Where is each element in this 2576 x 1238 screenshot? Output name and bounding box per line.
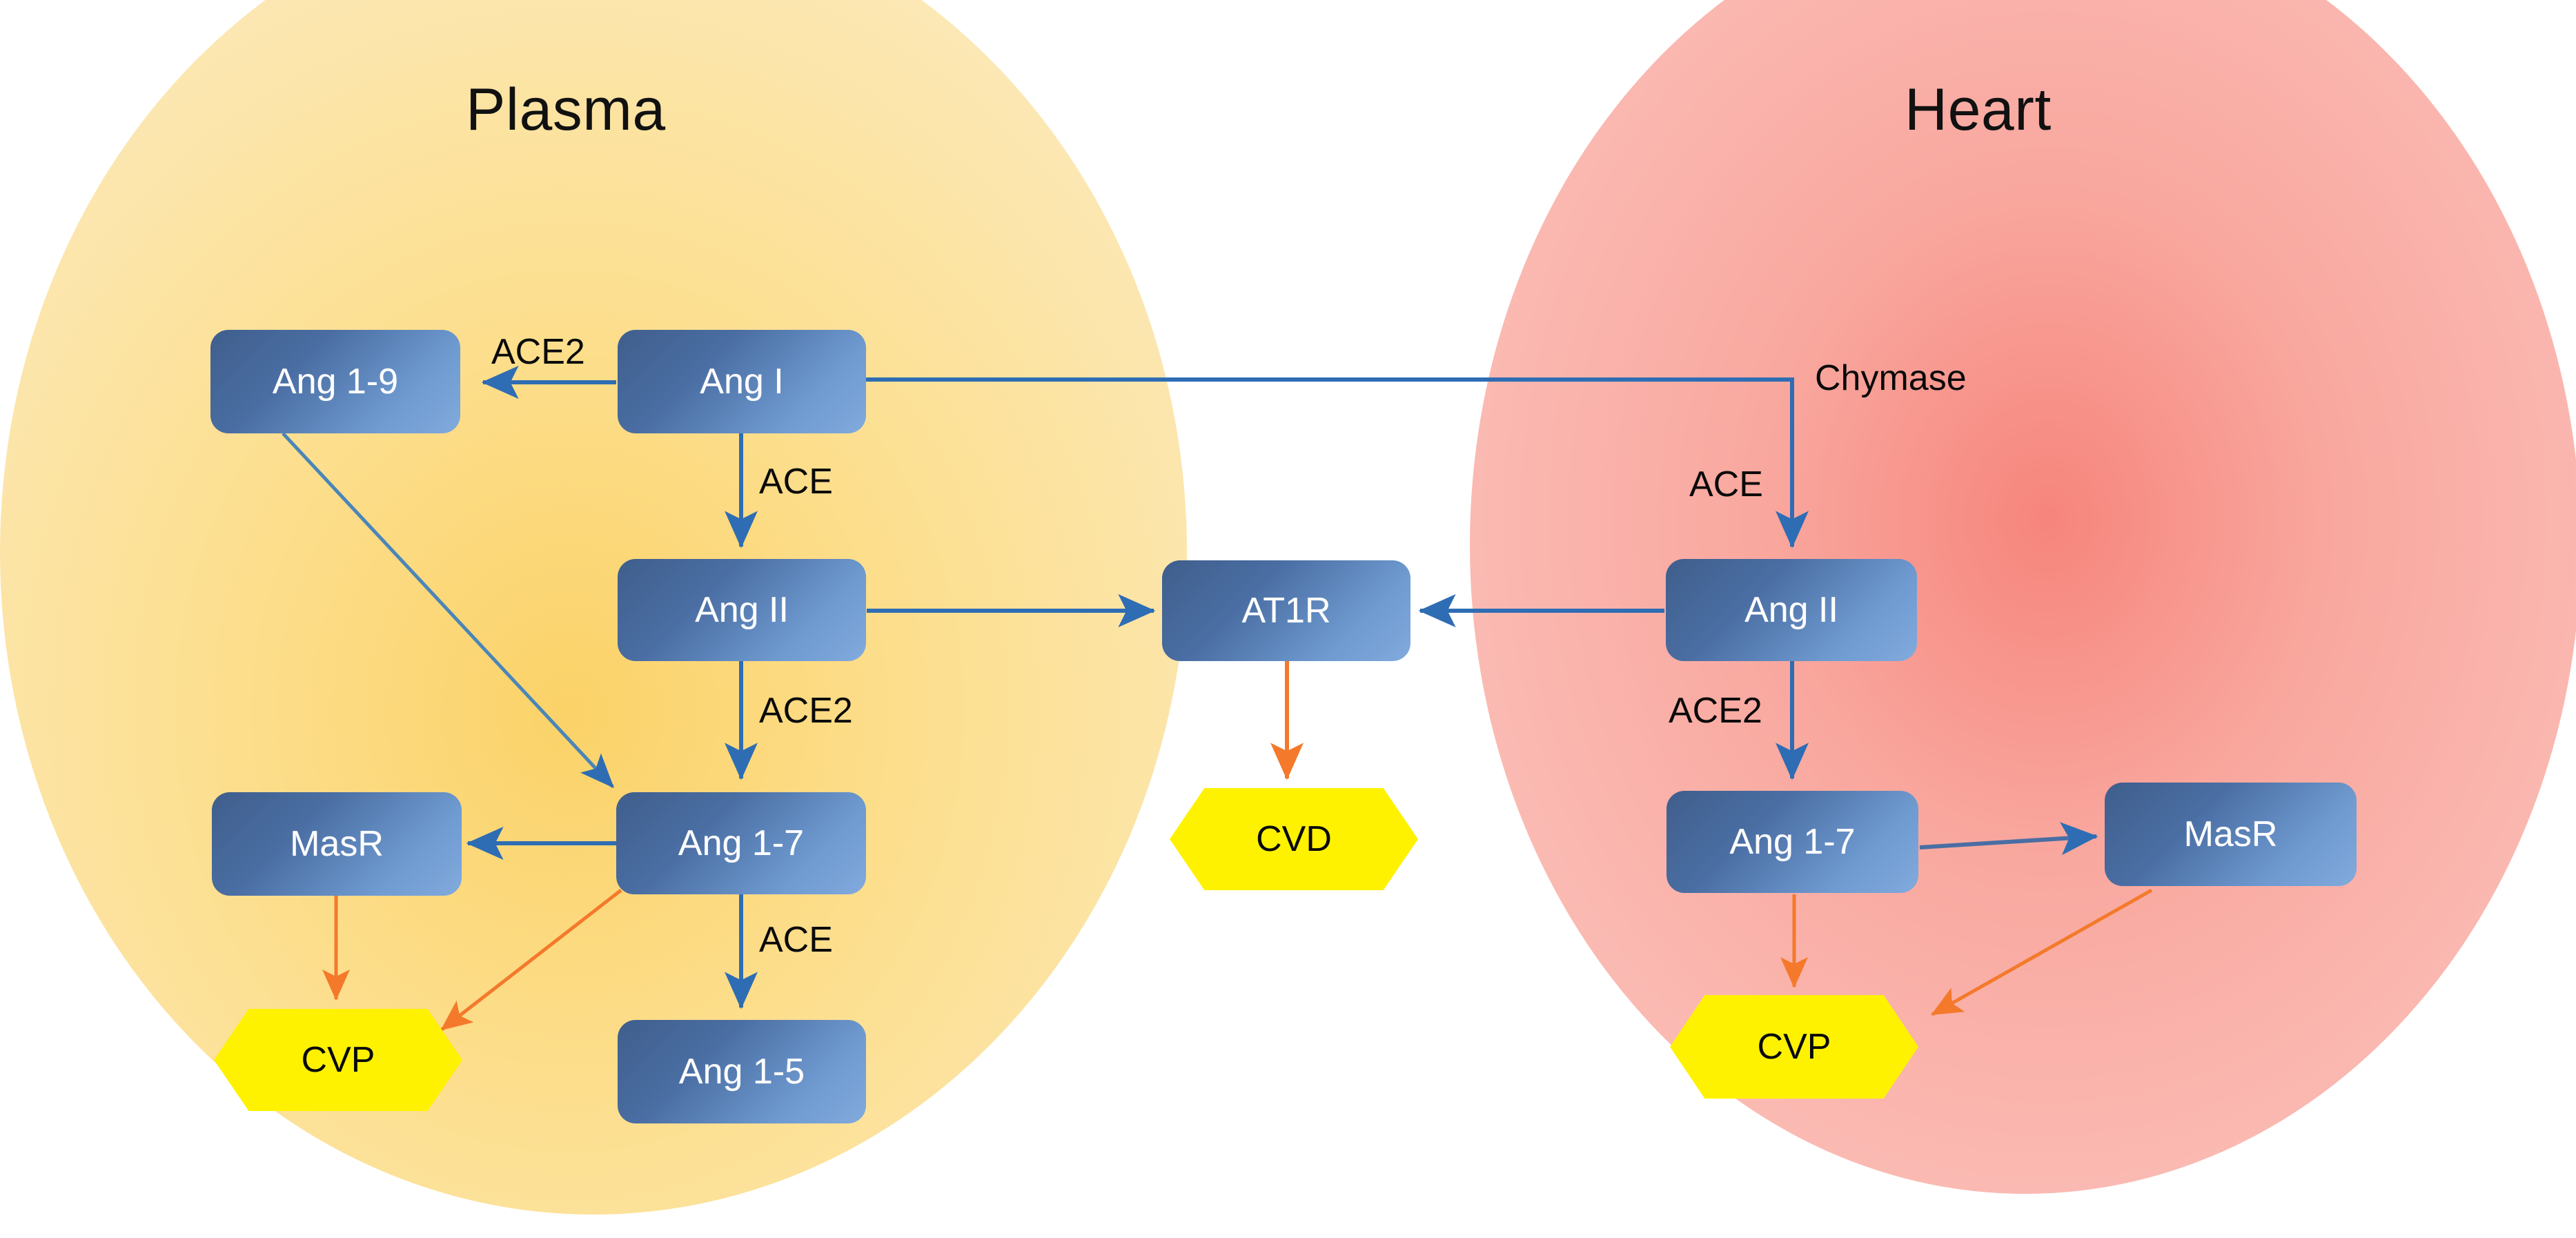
node-plasma-ang-ii[interactable]: Ang II xyxy=(618,559,866,661)
node-plasma-ang-1-5[interactable]: Ang 1-5 xyxy=(618,1020,866,1123)
outcome-heart-cvp[interactable]: CVP xyxy=(1670,995,1918,1099)
node-heart-ang-1-7[interactable]: Ang 1-7 xyxy=(1666,791,1918,893)
edge-angI-to-heart-angII-chymase xyxy=(866,377,1809,549)
edge-heart-ang17-to-masr xyxy=(1919,822,2098,856)
node-plasma-masr[interactable]: MasR xyxy=(212,792,462,896)
edge-label-ace-ang17-ang15: ACE xyxy=(759,920,833,960)
node-plasma-ang-1-9[interactable]: Ang 1-9 xyxy=(210,330,460,433)
edge-label-ace2-heart-angII-ang17: ACE2 xyxy=(1669,691,1762,731)
node-heart-ang-ii[interactable]: Ang II xyxy=(1666,559,1917,661)
edge-ang17-to-cvp xyxy=(440,889,622,1031)
node-plasma-ang-1-7[interactable]: Ang 1-7 xyxy=(616,792,866,894)
plasma-title: Plasma xyxy=(466,77,666,143)
plasma-compartment xyxy=(0,0,1187,1215)
edge-label-ace2-angII-ang17: ACE2 xyxy=(759,691,853,731)
node-at1r[interactable]: AT1R xyxy=(1162,560,1410,661)
edge-label-ace-angI-angII: ACE xyxy=(759,462,833,502)
heart-compartment xyxy=(1470,0,2576,1194)
edge-label-chymase: Chymase xyxy=(1815,358,1967,398)
edge-label-ace2-angI-ang19: ACE2 xyxy=(491,332,585,372)
edge-heart-masr-to-cvp xyxy=(1931,888,2153,1016)
node-heart-masr[interactable]: MasR xyxy=(2105,783,2357,886)
heart-title: Heart xyxy=(1905,77,2052,143)
outcome-cvd[interactable]: CVD xyxy=(1170,788,1418,890)
edge-ang19-to-ang17 xyxy=(282,432,615,789)
node-plasma-ang-i[interactable]: Ang I xyxy=(618,330,866,433)
edge-label-ace-heart-angII: ACE xyxy=(1689,464,1763,504)
outcome-plasma-cvp[interactable]: CVP xyxy=(214,1009,462,1111)
